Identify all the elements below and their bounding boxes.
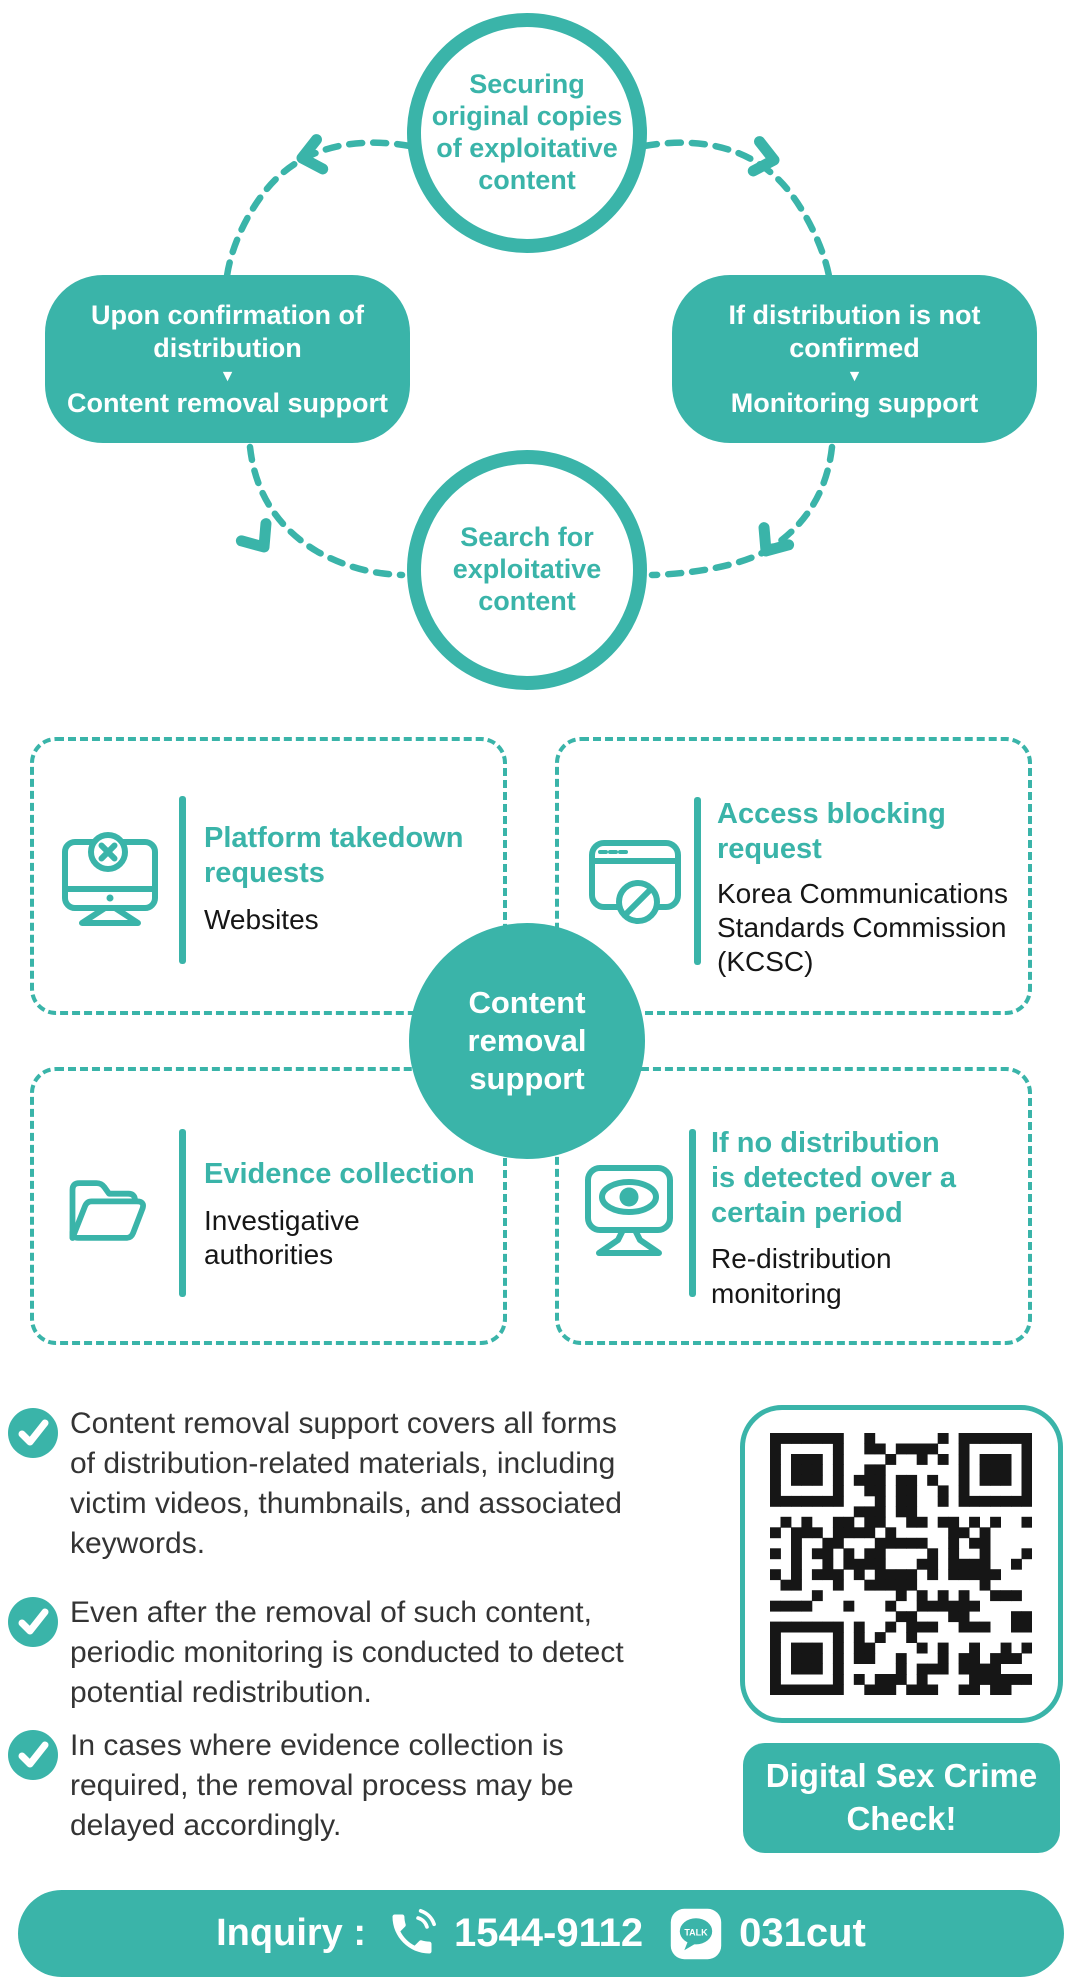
card-subtitle: Korea Communications Standards Commissio… <box>717 877 1009 977</box>
card-title: Evidence collection <box>204 1158 475 1190</box>
note-text: Content removal support covers all forms… <box>70 1407 622 1560</box>
card-redistribution-monitoring: If no distribution is detected over a ce… <box>555 1067 1032 1345</box>
qr-code-frame <box>740 1405 1063 1723</box>
kakao-id: 031cut <box>739 1911 866 1955</box>
arrowhead-down-right-icon <box>235 518 272 553</box>
phone-number: 1544-9112 <box>454 1911 644 1955</box>
card-subtitle: Websites <box>204 903 319 935</box>
check-icon <box>8 1730 58 1780</box>
kakao-talk-label: TALK <box>684 1927 708 1937</box>
cycle-connector-arrows <box>223 134 836 579</box>
branch-condition-label: If distribution is not confirmed <box>728 300 981 363</box>
down-triangle-icon: ▼ <box>846 368 863 386</box>
monitor-eye-icon <box>585 1165 673 1256</box>
card-access-blocking: Access blocking request Korea Communicat… <box>555 737 1032 1015</box>
folder-icon <box>69 1180 146 1241</box>
hub-label: Content removal support <box>467 985 587 1096</box>
qr-code <box>770 1433 1032 1695</box>
card-evidence-collection: Evidence collection Investigative author… <box>30 1067 507 1345</box>
divider-bar <box>694 797 701 965</box>
step-securing-originals-label: Securing original copies of exploitative… <box>431 69 623 195</box>
kakaotalk-icon: TALK <box>670 1908 722 1959</box>
step-securing-originals: Securing original copies of exploitative… <box>407 13 647 253</box>
note-text: In cases where evidence collection is re… <box>70 1729 574 1842</box>
note-item: In cases where evidence collection is re… <box>8 1729 758 1846</box>
card-subtitle: Re-distribution monitoring <box>711 1243 892 1309</box>
arc-top-right <box>640 139 833 280</box>
card-title: If no distribution is detected over a ce… <box>711 1127 956 1229</box>
arc-top-left <box>223 139 414 280</box>
check-icon <box>8 1597 58 1647</box>
divider-bar <box>179 1129 186 1297</box>
down-triangle-icon: ▼ <box>219 368 236 386</box>
card-platform-takedown: Platform takedown requests Websites <box>30 737 507 1015</box>
branch-distribution-not-confirmed: If distribution is not confirmed ▼ Monit… <box>672 275 1037 443</box>
arrowhead-down-left-icon <box>758 522 795 557</box>
qr-caption-badge: Digital Sex Crime Check! <box>743 1743 1060 1853</box>
inquiry-banner: Inquiry : 1544-9112 TALK 031cut <box>18 1890 1064 1977</box>
arc-bottom-right <box>648 443 836 579</box>
divider-bar <box>179 796 186 964</box>
qr-caption-text: Digital Sex Crime Check! <box>765 1757 1038 1837</box>
branch-action-label: Content removal support <box>66 388 389 419</box>
card-title: Access blocking request <box>717 798 946 865</box>
note-item: Even after the removal of such content, … <box>8 1596 758 1713</box>
step-search-content: Search for exploitative content <box>407 450 647 690</box>
branch-condition-label: Upon confirmation of distribution <box>91 300 364 363</box>
phone-icon <box>392 1908 436 1953</box>
card-subtitle: Investigative authorities <box>204 1204 360 1270</box>
note-text: Even after the removal of such content, … <box>70 1596 624 1709</box>
step-search-content-label: Search for exploitative content <box>452 522 602 616</box>
browser-block-icon <box>589 840 681 924</box>
branch-distribution-confirmed: Upon confirmation of distribution ▼ Cont… <box>45 275 410 443</box>
inquiry-label: Inquiry : <box>216 1912 367 1954</box>
branch-action-label: Monitoring support <box>730 388 979 419</box>
divider-bar <box>689 1129 696 1297</box>
arc-bottom-left <box>246 443 406 579</box>
arrowhead-right-icon <box>747 136 780 177</box>
monitor-x-icon <box>62 832 158 926</box>
check-icon <box>8 1408 58 1458</box>
hub-content-removal-support: Content removal support <box>409 923 645 1159</box>
card-title: Platform takedown requests <box>204 822 464 889</box>
note-item: Content removal support covers all forms… <box>8 1407 758 1564</box>
arrowhead-left-icon <box>296 134 329 175</box>
